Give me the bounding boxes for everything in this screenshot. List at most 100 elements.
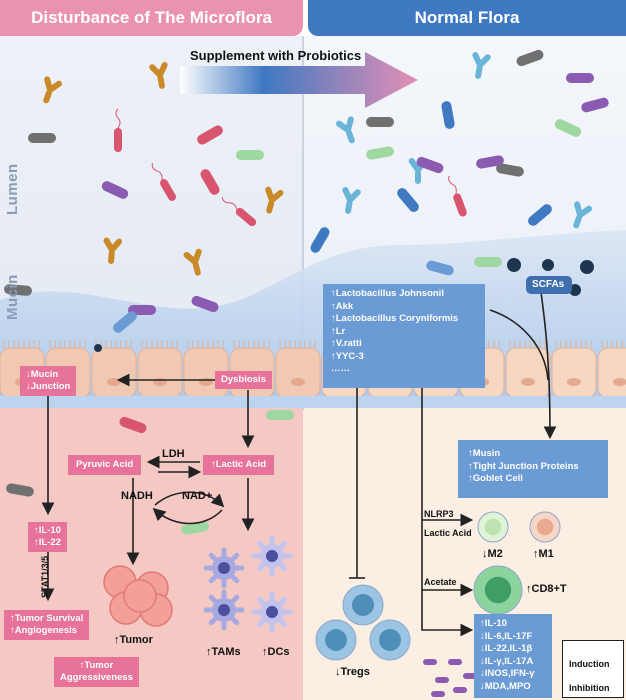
tregs-label: ↓Tregs (335, 666, 370, 678)
cytokine-4: ↓IL-γ,IL-17A (480, 655, 534, 667)
mucin-label: Mucin (4, 274, 21, 320)
rod-bacterium (28, 133, 56, 143)
y-bacterium (573, 201, 593, 229)
cytokine-6: ↓MDA,MPO (480, 680, 531, 692)
tams-label: ↑TAMs (206, 646, 241, 658)
il22-text: ↑IL-22 (34, 537, 61, 548)
m1-cell-nucleus (536, 518, 554, 536)
probiotic-1: ↑Lactobacillus Johnsonil (331, 288, 444, 299)
y-bacterium (43, 76, 63, 104)
flagellated-bacterium (114, 108, 122, 152)
epithelial-cell (91, 347, 137, 399)
rod-bacterium (554, 119, 582, 137)
cell-nucleus (613, 378, 626, 386)
rod-bacterium (119, 416, 147, 434)
purple-particle (453, 687, 467, 693)
barrier-box: ↑Musin ↑Tight Junction Proteins ↑Goblet … (458, 440, 608, 498)
purple-particle (423, 659, 437, 665)
legend-inhibition: Inhibition (569, 683, 610, 693)
purple-particle (463, 673, 477, 679)
y-bacterium (335, 116, 355, 144)
dysbiosis-box: Dysbiosis (215, 371, 272, 389)
rod-bacterium (397, 188, 419, 212)
rod-bacterium (181, 521, 209, 535)
rod-bacterium (441, 101, 455, 129)
junction-text: ↓Junction (26, 381, 71, 392)
flagellated-bacterium (448, 175, 467, 217)
epithelial-cell (275, 347, 321, 399)
y-bacterium (342, 187, 361, 214)
dc-cell (251, 591, 293, 633)
tumor-aggr-text-1: ↑Tumor (79, 660, 114, 671)
purple-particle (435, 677, 449, 683)
rod-bacterium (197, 125, 223, 145)
rod-bacterium (476, 155, 504, 169)
treg-cell-nucleus (325, 629, 347, 651)
epithelial-cell (597, 347, 626, 399)
probiotics-list-box: ↑Lactobacillus Johnsonil ↑Akk ↑Lactobaci… (323, 284, 485, 388)
acetate-label: Acetate (424, 577, 457, 587)
rod-bacterium (310, 227, 330, 253)
il10-text: ↑IL-10 (34, 525, 61, 536)
mucin-text: ↓Mucin (26, 369, 59, 380)
tumor-label: ↑Tumor (114, 634, 153, 646)
musin-text: ↑Musin (468, 448, 501, 459)
tumor-survival-text: ↑Tumor Survival (10, 613, 84, 624)
y-bacterium (183, 248, 202, 276)
header-disturbance: Disturbance of The Microflora (0, 0, 303, 36)
lumen-label: Lumen (4, 163, 21, 215)
rod-bacterium (426, 260, 454, 276)
m2-label: ↓M2 (482, 548, 503, 560)
probiotic-2: ↑Akk (331, 300, 354, 312)
tumor-aggr-text-2: Aggressiveness (60, 672, 133, 683)
rod-bacterium (516, 49, 544, 67)
rod-bacterium (496, 163, 524, 177)
purple-particle (431, 691, 445, 697)
probiotic-3: ↑Lactobacillus Coryniformis (331, 313, 459, 324)
m1-label: ↑M1 (533, 548, 554, 560)
probiotics-arrow (180, 52, 418, 108)
epithelial-cell (551, 347, 597, 399)
rod-bacterium (266, 410, 294, 420)
cytokine-5: ↓INOS,IFN-γ (480, 668, 535, 679)
epithelial-cell (505, 347, 551, 399)
purple-particle (448, 659, 462, 665)
rod-bacterium (101, 181, 129, 199)
rod-bacterium (366, 117, 394, 127)
rod-bacterium (528, 204, 552, 226)
cytokine-3: ↓IL-22,IL-1β (480, 643, 533, 654)
rod-bacterium (191, 295, 219, 313)
m2-cell-nucleus (484, 518, 502, 536)
y-bacterium (103, 237, 123, 264)
legend-induction: Induction (569, 659, 610, 669)
rod-bacterium (200, 169, 220, 195)
epithelial-cell (137, 347, 183, 399)
cell-nucleus (291, 378, 305, 386)
mucin-junction-box: ↓Mucin ↓Junction (20, 366, 77, 396)
angiogenesis-text: ↑Angiogenesis (10, 625, 78, 636)
header-normal-flora: Normal Flora (308, 0, 626, 36)
rod-bacterium (236, 150, 264, 160)
rod-bacterium (4, 284, 32, 296)
cytokine-1: ↑IL-10 (480, 618, 507, 629)
nlrp3-label: NLRP3 (424, 509, 454, 519)
treg-cell-nucleus (379, 629, 401, 651)
tumor-aggressiveness-box: ↑Tumor Aggressiveness (54, 657, 139, 687)
bacteria-group (4, 49, 609, 535)
tight-junction-text: ↑Tight Junction Proteins (468, 460, 579, 472)
rod-bacterium (581, 97, 609, 113)
y-bacterium (265, 186, 284, 214)
ldh-label: LDH (162, 448, 185, 460)
cd8-cell-nucleus (484, 576, 512, 604)
probiotic-5: ↑V.ratti (331, 338, 362, 349)
cell-nucleus (521, 378, 535, 386)
stat-label: STAT1/3/5 (40, 555, 50, 598)
cell-nucleus (567, 378, 581, 386)
pyruvic-acid-box: Pyruvic Acid (68, 455, 142, 475)
y-bacterium (472, 52, 491, 79)
probiotic-7: …… (331, 363, 350, 374)
legend: Induction Inhibition (562, 640, 624, 698)
nadh-label: NADH (121, 490, 153, 502)
cytokine-2: ↓IL-6,IL-17F (480, 630, 533, 642)
rod-bacterium (474, 257, 502, 267)
